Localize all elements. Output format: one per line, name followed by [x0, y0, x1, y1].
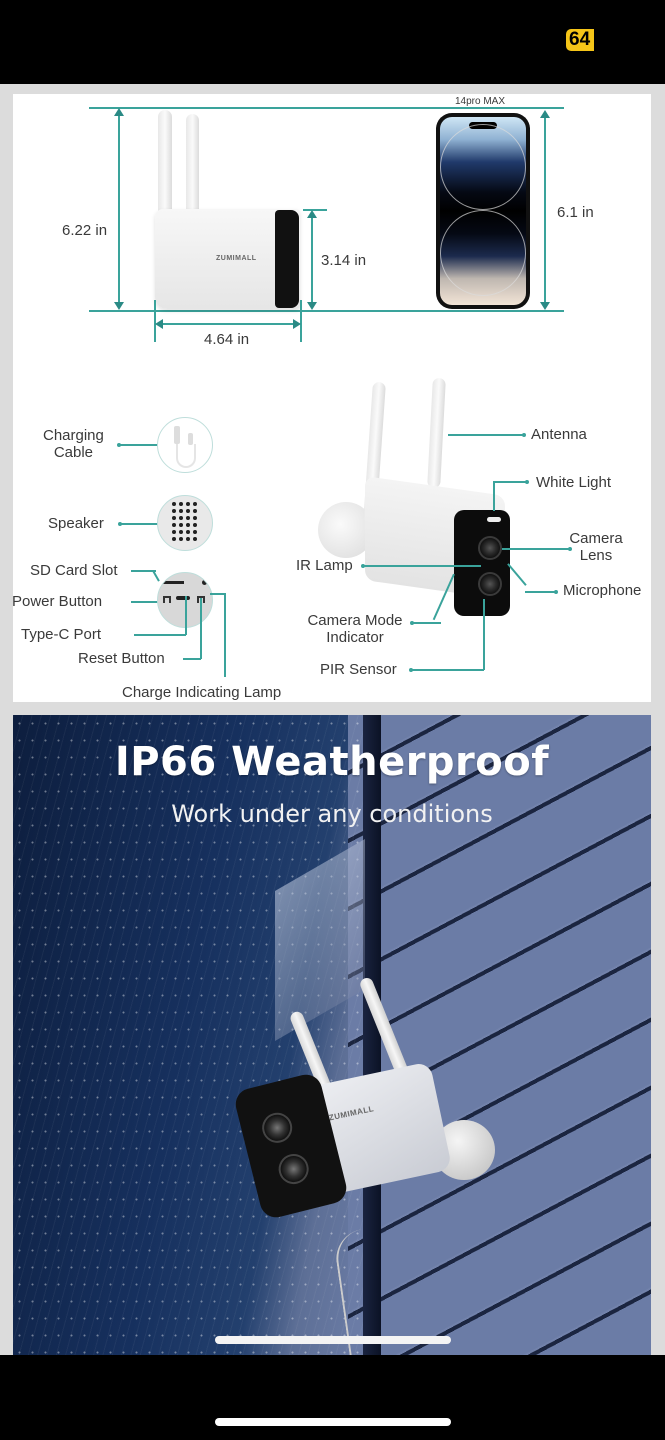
white-light-leader	[493, 481, 526, 483]
wallpaper-ring-top	[440, 124, 526, 210]
leader-dot	[525, 480, 529, 484]
ir-lamp-label: IR Lamp	[296, 557, 353, 574]
camera-lens-label: Camera Lens	[569, 530, 623, 564]
charging-cable-leader	[119, 444, 159, 446]
weatherproof-image: IP66 Weatherproof Work under any conditi…	[13, 715, 651, 1355]
white-light-leader-v	[493, 481, 495, 511]
reset-button-leader	[183, 658, 201, 660]
weatherproof-subtitle: Work under any conditions	[171, 800, 493, 828]
speaker-leader	[120, 523, 160, 525]
microphone-leader-diag	[507, 563, 527, 586]
camera-height-label: 6.22 in	[62, 222, 108, 239]
embedded-home-indicator	[215, 1336, 451, 1344]
camera-antenna-right	[186, 114, 199, 224]
microphone-label: Microphone	[563, 582, 642, 599]
white-light-led	[487, 517, 501, 522]
arrow-up-icon	[307, 210, 317, 218]
antenna-leader	[448, 434, 523, 436]
phone-model-label: 14pro MAX	[455, 96, 506, 107]
wallpaper-ring-bottom	[440, 210, 526, 296]
antenna-label: Antenna	[531, 426, 587, 443]
bottom-reference-line	[89, 310, 564, 312]
leader-dot	[522, 433, 526, 437]
weatherproof-title: IP66 Weatherproof	[114, 739, 550, 785]
status-bar: 64	[0, 0, 665, 84]
ir-lamp-leader	[363, 565, 481, 567]
sd-card-slot-label: SD Card Slot	[30, 562, 118, 579]
camera-front-face	[454, 510, 510, 616]
sd-card-leader-diag	[152, 570, 160, 582]
reset-button-leader-v	[200, 598, 202, 659]
leader-dot	[568, 547, 572, 551]
speaker-grille-icon	[172, 502, 200, 544]
charge-indicating-lamp-label: Charge Indicating Lamp	[122, 684, 282, 701]
type-c-leader-v	[185, 596, 187, 635]
pir-sensor-label: PIR Sensor	[320, 661, 397, 678]
camera-width-label: 4.64 in	[204, 331, 250, 348]
pir-sensor-leader-v	[483, 599, 485, 670]
charge-lamp-leader-v	[224, 593, 226, 677]
pir-sensor-icon	[275, 1150, 312, 1188]
leader-dot	[554, 590, 558, 594]
camera-side-face	[275, 210, 299, 308]
pir-sensor-icon	[478, 572, 502, 596]
width-dimension-line	[161, 323, 294, 325]
camera-mode-leader	[412, 622, 441, 624]
camera-lens-icon	[259, 1109, 296, 1146]
camera-body-height-label: 3.14 in	[321, 252, 367, 269]
power-button-leader	[131, 601, 159, 603]
type-c-port-label: Type-C Port	[21, 626, 102, 643]
charging-cable-label: Charging Cable	[43, 427, 104, 461]
body-height-dimension-line	[311, 216, 313, 304]
arrow-down-icon	[540, 302, 550, 310]
speaker-label: Speaker	[48, 515, 104, 532]
arrow-right-icon	[293, 319, 301, 329]
camera-lens-icon	[478, 536, 502, 560]
camera-brand-logo: ZUMIMALL	[328, 1104, 375, 1123]
body-height-line-top	[303, 209, 327, 211]
camera-brand-logo: ZUMIMALL	[216, 255, 257, 262]
phone-height-label: 6.1 in	[557, 204, 594, 221]
white-light-label: White Light	[536, 474, 612, 491]
product-image-viewer[interactable]: 14pro MAX 6.22 in ZUMIMALL 3.14 in 4.64 …	[0, 84, 665, 1355]
microphone-leader	[525, 591, 555, 593]
arrow-down-icon	[307, 302, 317, 310]
speaker-thumbnail	[157, 495, 213, 551]
phone-height-dimension-line	[544, 116, 546, 304]
charge-lamp-leader	[210, 593, 225, 595]
battery-indicator: 64	[566, 29, 594, 51]
camera-mode-indicator-label: Camera Mode Indicator	[307, 612, 403, 646]
height-dimension-line	[118, 114, 120, 304]
pir-sensor-leader	[411, 669, 484, 671]
phone-comparison-image	[436, 113, 530, 309]
power-button-label: Power Button	[12, 593, 103, 610]
type-c-leader	[134, 634, 186, 636]
charging-cable-thumbnail	[157, 417, 213, 473]
arrow-up-icon	[114, 108, 124, 116]
reset-button-label: Reset Button	[78, 650, 165, 667]
system-navigation-bar	[0, 1355, 665, 1440]
arrow-up-icon	[540, 110, 550, 118]
wall-post	[363, 715, 381, 1355]
rain-effect	[13, 715, 373, 1355]
product-spec-image: 14pro MAX 6.22 in ZUMIMALL 3.14 in 4.64 …	[12, 94, 651, 702]
arrow-left-icon	[155, 319, 163, 329]
width-tick-left	[154, 300, 156, 342]
wall-siding	[348, 715, 651, 1355]
arrow-down-icon	[114, 302, 124, 310]
sd-card-leader	[131, 570, 156, 572]
home-indicator[interactable]	[215, 1418, 451, 1426]
top-reference-line	[89, 107, 564, 109]
antenna-right	[427, 377, 446, 489]
camera-lens-leader	[502, 548, 570, 550]
